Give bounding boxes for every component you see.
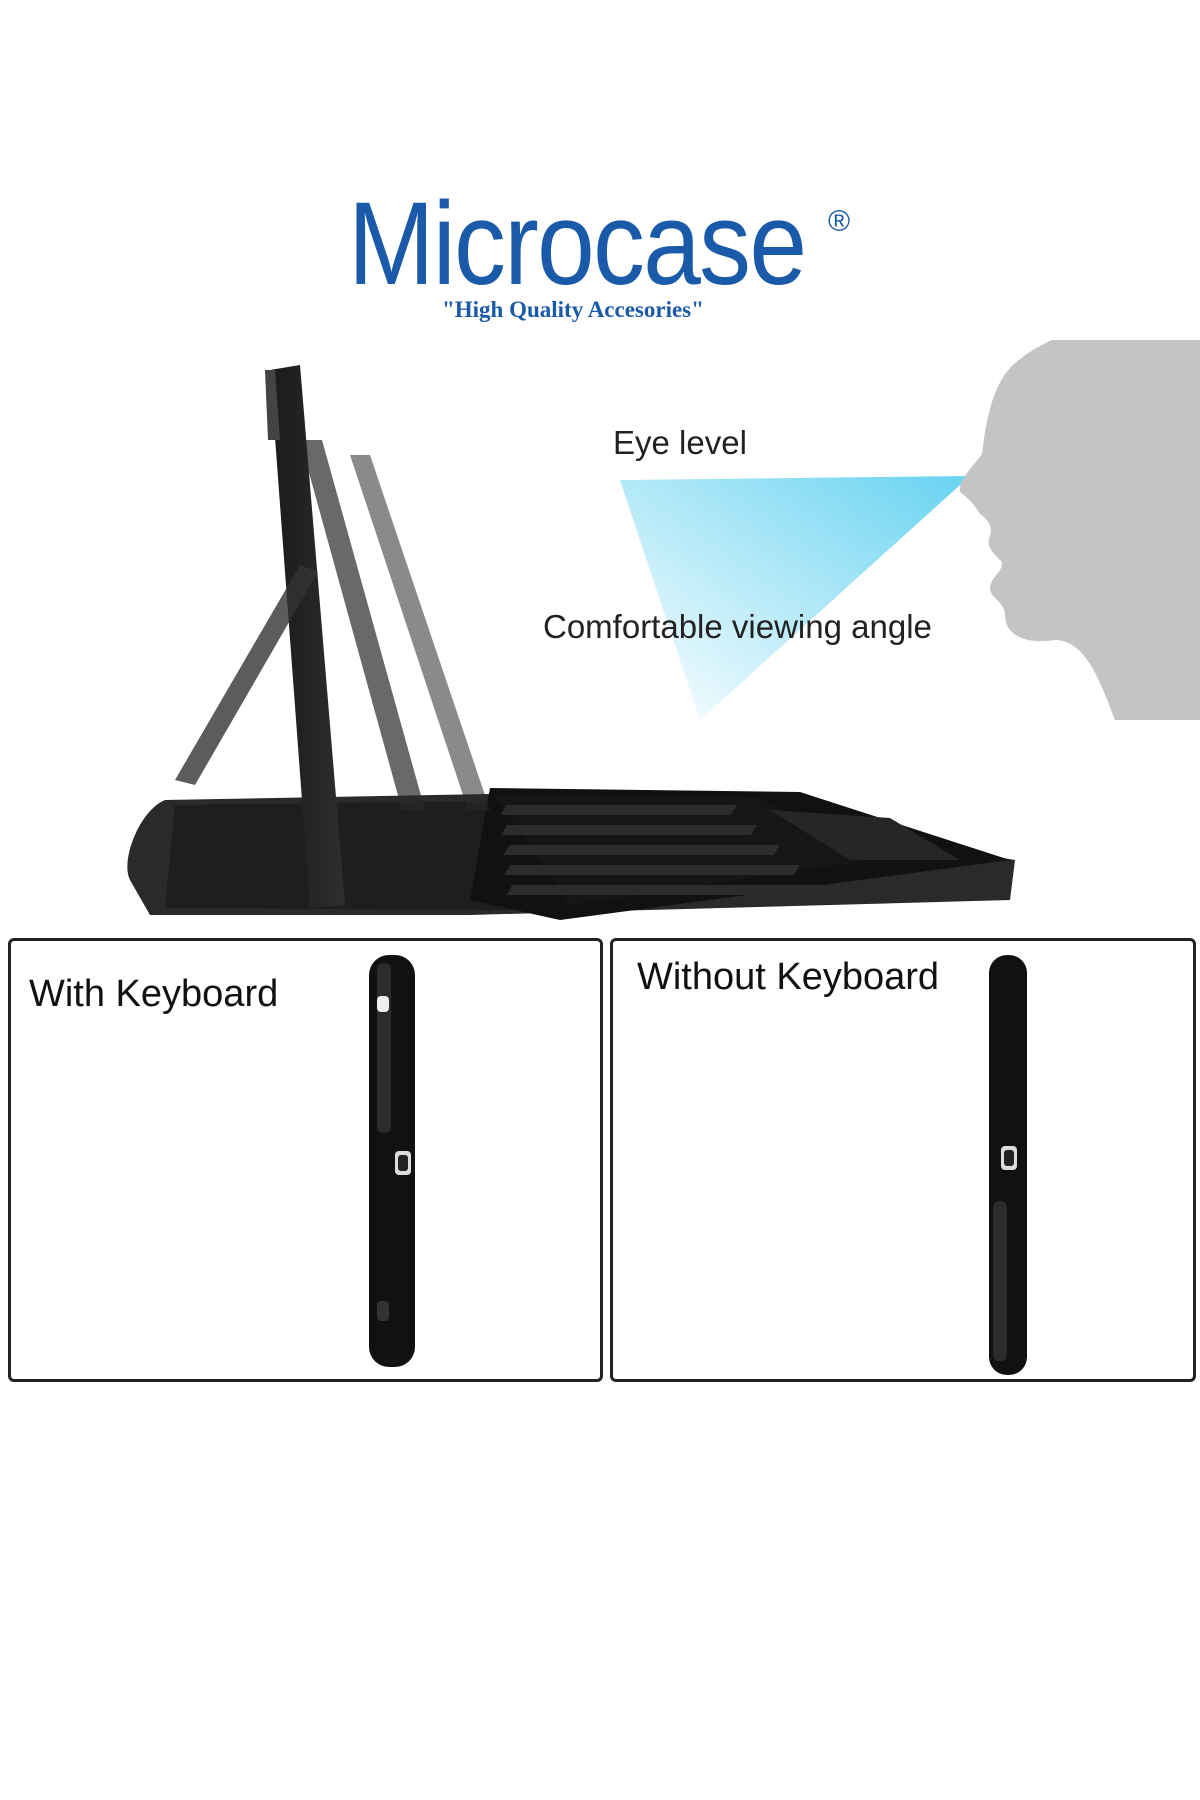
tablet-stand-illustration: [127, 340, 1200, 920]
case-side-view-with-keyboard: [369, 955, 415, 1367]
keyboard: [470, 788, 1010, 920]
tablet: [270, 365, 345, 908]
panel-with-keyboard: With Keyboard: [8, 938, 603, 1382]
hero-illustration: Eye level Comfortable viewing angle: [0, 340, 1200, 930]
viewing-angle-beam: [620, 476, 970, 720]
panel-without-keyboard: Without Keyboard: [610, 938, 1196, 1382]
viewing-angle-label: Comfortable viewing angle: [543, 608, 932, 645]
eye-level-label: Eye level: [613, 424, 747, 461]
registered-mark: ®: [828, 205, 851, 238]
tablet-ghost-2: [350, 455, 490, 810]
head-silhouette: [959, 340, 1200, 720]
panel-title-without-keyboard: Without Keyboard: [637, 956, 940, 998]
touchpad: [770, 810, 960, 860]
brand-tagline: "High Quality Accesories": [442, 297, 704, 322]
tablet-ghost-1: [300, 440, 425, 810]
case-side-view-without-keyboard: [989, 955, 1027, 1375]
brand-name: Microcase: [348, 178, 807, 310]
panel-title-with-keyboard: With Keyboard: [29, 973, 279, 1015]
brand-logo: Microcase ® "High Quality Accesories": [0, 185, 1200, 335]
kickstand: [175, 565, 318, 785]
